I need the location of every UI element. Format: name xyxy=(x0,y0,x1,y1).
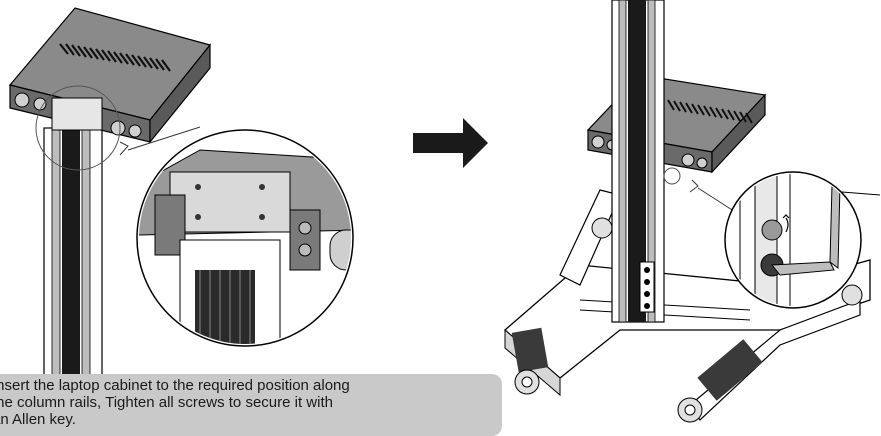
right-column xyxy=(611,0,681,323)
zoom-detail-left xyxy=(136,129,354,347)
left-figure xyxy=(8,7,354,379)
instruction-line-1: Insert the laptop cabinet to the require… xyxy=(0,377,350,394)
instruction-line-2: the column rails, Tighten all screws to … xyxy=(0,394,333,411)
right-arrow-icon xyxy=(413,118,488,168)
right-figure xyxy=(504,0,881,423)
zoom-pointer-left xyxy=(119,126,201,156)
instruction-line-3: an Allen key. xyxy=(0,411,76,428)
cart-wheels xyxy=(514,217,863,423)
zoom-detail-right xyxy=(724,171,881,309)
laptop-cabinet-left xyxy=(8,7,212,171)
left-column xyxy=(43,127,103,379)
instruction-caption: Insert the laptop cabinet to the require… xyxy=(0,374,502,436)
